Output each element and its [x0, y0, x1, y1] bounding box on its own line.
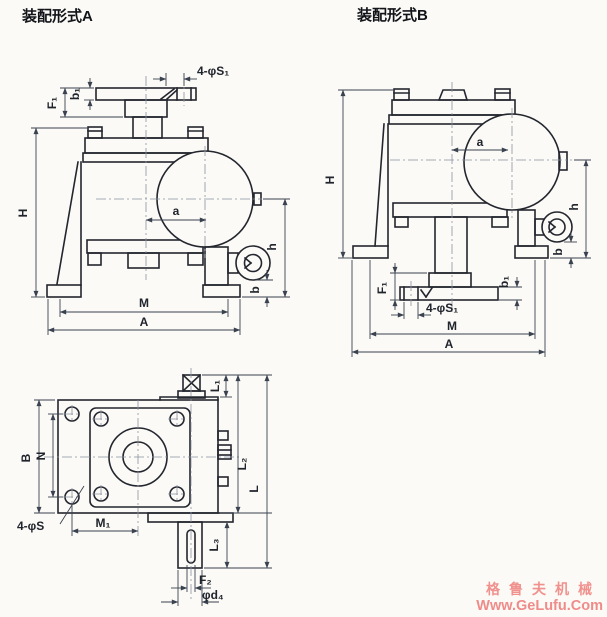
- bottom-bearing-strip: [147, 512, 234, 523]
- mounting-foot-left: [46, 284, 82, 298]
- gearbox-cap: [391, 99, 516, 116]
- form-b-centerlines: [390, 82, 572, 312]
- form-a-title: 装配形式A: [21, 7, 93, 25]
- shaft-end-ring: [541, 211, 573, 243]
- side-plug: [217, 444, 232, 460]
- screw-shaft-down: [434, 216, 468, 274]
- dim-label-N: N: [34, 452, 48, 461]
- dim-label-s: 4-φS: [17, 519, 44, 533]
- plan-view: B N 4-φS M₁ L₁ L₂ L L₃ F₂ φd₄: [17, 368, 272, 606]
- mounting-foot-left: [352, 245, 389, 259]
- watermark: 格鲁夫机械 Www.GeLufu.Com: [476, 581, 603, 614]
- mounting-foot-right: [514, 245, 549, 259]
- bearing-bracket: [517, 209, 536, 247]
- dim-label-l1: L₁: [208, 380, 222, 392]
- dim-label-A: A: [140, 315, 149, 329]
- cap-bolt-right: [187, 126, 204, 139]
- dim-label-b1: b₁: [497, 276, 511, 288]
- dim-label-H: H: [323, 176, 337, 185]
- form-b-view: H a h b F₁ b₁ 4-φS₁ M A: [323, 82, 591, 357]
- bearing-bracket: [204, 246, 229, 286]
- flange-hub: [428, 272, 472, 288]
- form-b-title: 装配形式B: [356, 6, 428, 24]
- dim-label-f2: F₂: [199, 573, 212, 587]
- dim-label-a: a: [477, 135, 484, 149]
- dim-label-L: L: [247, 485, 261, 492]
- cap-bolt-left: [393, 88, 410, 101]
- mounting-foot-right: [202, 284, 241, 298]
- dim-label-h: h: [265, 243, 279, 250]
- dim-label-b: b: [248, 286, 262, 293]
- watermark-url: Www.GeLufu.Com: [476, 598, 603, 614]
- dim-label-A: A: [445, 337, 454, 351]
- dim-label-s1: 4-φS₁: [426, 301, 458, 315]
- cap-bolt-right: [494, 88, 511, 101]
- plan-view-centerlines: [44, 368, 242, 600]
- dim-label-H: H: [16, 209, 30, 218]
- dim-label-b: b: [551, 248, 565, 255]
- form-b-dimensions: [338, 89, 591, 357]
- dim-label-m1: M₁: [96, 516, 111, 530]
- dim-label-b1: b₁: [68, 88, 82, 100]
- output-shaft: [177, 521, 203, 569]
- shaft-end-ring: [235, 245, 271, 281]
- worm-shaft-end-symbol: [182, 374, 201, 392]
- form-a-dimensions: [31, 73, 290, 335]
- dim-label-f1: F₁: [375, 282, 389, 294]
- dim-label-s1: 4-φS₁: [197, 64, 229, 78]
- form-b-shaft-bracket: [514, 209, 573, 259]
- dim-label-B: B: [19, 453, 33, 462]
- bottom-flange: [399, 286, 499, 301]
- screw-guard-tube: [127, 252, 160, 269]
- dim-label-h: h: [567, 203, 581, 210]
- dim-label-M: M: [447, 319, 457, 333]
- shaft-end-cap: [558, 151, 568, 171]
- dim-label-l3: L₃: [207, 539, 221, 552]
- screw-stem-lower: [132, 116, 163, 139]
- screw-top-cover: [437, 89, 469, 101]
- form-a-view: 4-φS₁ F₁ b₁ H a h b M A: [16, 64, 290, 335]
- watermark-brand: 格鲁夫机械: [486, 581, 601, 597]
- gearbox-cap: [84, 137, 209, 154]
- form-a-shaft-bracket: [204, 245, 271, 286]
- plan-view-dimensions: [34, 374, 272, 606]
- dim-label-d4: φd₄: [202, 588, 224, 602]
- cap-bolt-left: [87, 126, 103, 139]
- dim-label-l2: L₂: [235, 458, 249, 471]
- dim-label-M: M: [139, 296, 149, 310]
- top-flange-plan: [89, 407, 191, 508]
- dim-label-a: a: [173, 204, 180, 218]
- dim-label-f1: F₁: [45, 97, 59, 109]
